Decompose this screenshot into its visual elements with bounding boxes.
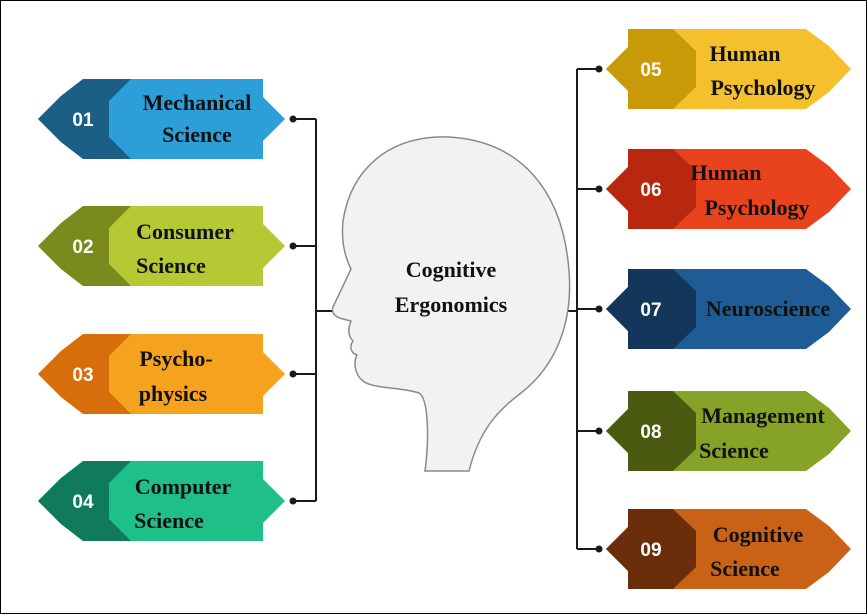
badge-label-line2: Science [162, 122, 232, 147]
badge-label-line1: Consumer [136, 219, 234, 244]
connector-dot [289, 370, 297, 378]
topic-badge-04: 04 Computer Science [38, 461, 285, 541]
badge-label-line2: Psychology [710, 75, 815, 100]
badge-number-shape [606, 509, 696, 589]
badge-number-shape [606, 149, 696, 229]
topic-badge-07: 07 Neuroscience [606, 269, 851, 349]
badge-number: 09 [640, 540, 661, 561]
badge-number: 05 [640, 60, 662, 81]
connector-dot [595, 185, 603, 193]
connector-dot [595, 305, 603, 313]
topic-badge-05: 05 Human Psychology [606, 29, 851, 109]
connector-dot [595, 427, 603, 435]
head-silhouette [331, 136, 571, 472]
badge-label-line2: Science [710, 556, 780, 581]
topic-badge-08: 08 Management Science [606, 391, 851, 471]
badge-number: 08 [640, 422, 661, 443]
connector-dot [595, 545, 603, 553]
badge-label-line2: Science [699, 438, 769, 463]
connector-dot [595, 65, 603, 73]
badge-label-line2: Science [134, 508, 204, 533]
badge-label-line2: physics [139, 381, 208, 406]
badge-number: 03 [72, 365, 93, 386]
badge-number-shape [38, 79, 131, 159]
topic-badge-02: 02 Consumer Science [38, 206, 285, 286]
badge-number-shape [606, 391, 696, 471]
topic-badge-06: 06 Human Psychology [606, 149, 851, 229]
badge-number-shape [38, 461, 131, 541]
badge-label-line2: Science [136, 253, 206, 278]
badge-label-line1: Computer [135, 474, 232, 499]
badge-label-line1: Cognitive [713, 522, 804, 547]
badge-label-line1: Mechanical [143, 90, 252, 115]
badge-label-line1: Psycho- [139, 346, 212, 371]
badge-label-line1: Human [710, 41, 781, 66]
connector-dots [289, 65, 603, 553]
topic-badge-03: 03 Psycho- physics [38, 334, 285, 414]
badge-number-shape [606, 29, 696, 109]
badge-label-line2: Psychology [704, 195, 809, 220]
badge-number: 01 [72, 110, 94, 131]
badge-number-shape [38, 334, 131, 414]
badge-number: 07 [640, 300, 661, 321]
connector-dot [289, 115, 297, 123]
connector-dot [289, 242, 297, 250]
badge-number: 04 [72, 492, 94, 513]
badge-number: 02 [72, 237, 93, 258]
badge-number-shape [606, 269, 696, 349]
connector-dot [289, 497, 297, 505]
center-title-line1: Cognitive [406, 257, 497, 282]
badge-number-shape [38, 206, 131, 286]
badge-number: 06 [640, 180, 661, 201]
badge-label-line1: Human [691, 160, 762, 185]
center-title-line2: Ergonomics [395, 292, 508, 317]
topic-badge-01: 01 Mechanical Science [38, 79, 285, 159]
topic-badge-09: 09 Cognitive Science [606, 509, 851, 589]
badge-label-line1: Management [701, 403, 825, 428]
badge-label-line1: Neuroscience [706, 296, 830, 321]
